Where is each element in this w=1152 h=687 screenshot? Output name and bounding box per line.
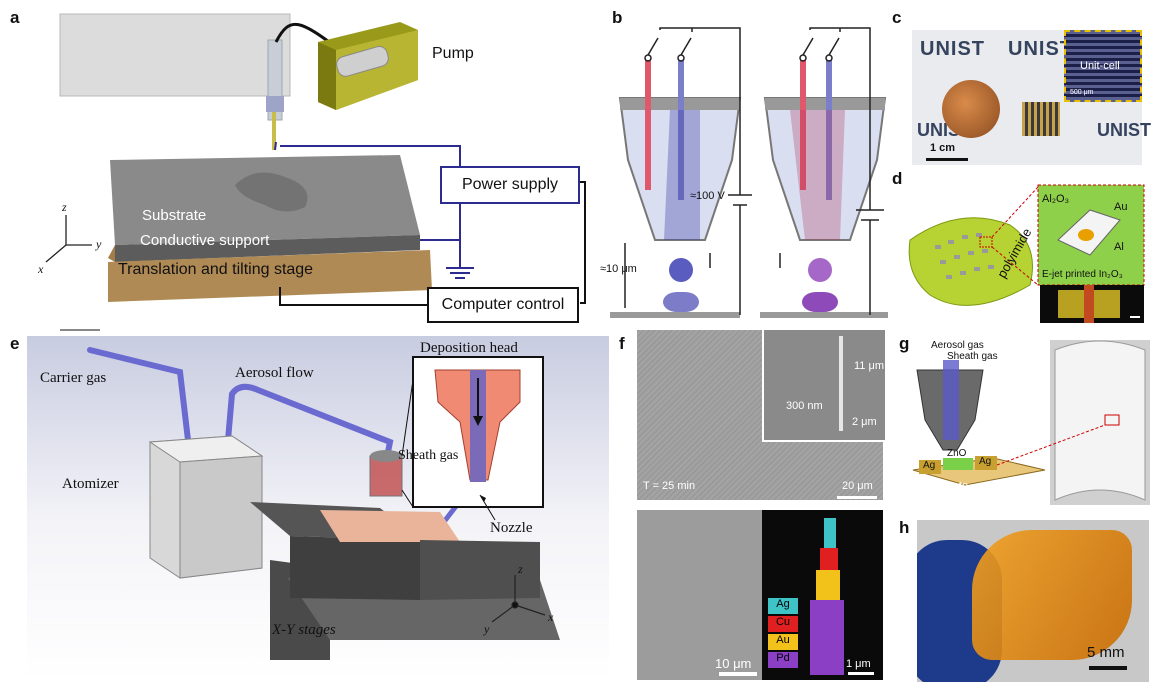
axis-z-e: z (518, 562, 523, 576)
conductive-support-label: Conductive support (140, 232, 270, 249)
legend-cu: Cu (768, 616, 798, 632)
computer-control-box: Computer control (427, 287, 579, 323)
substrate-g-label: Substrate (921, 480, 969, 492)
eds-map: Ag Cu Au Pd 1 μm (762, 510, 883, 680)
panel-d: d Al₂O₃ Au Al E-jet printed In₂O₃ polyim… (890, 165, 1152, 325)
syringe-barrel (59, 13, 291, 97)
pump-icon (318, 22, 418, 110)
zno-label: ZnO (947, 448, 967, 459)
voltage-label: ≈100 V (690, 190, 725, 202)
panel-letter-e: e (10, 334, 20, 353)
scale-bar-h (1089, 666, 1127, 670)
power-supply-label: Power supply (461, 176, 559, 193)
panel-h: h 5 mm (895, 510, 1152, 687)
sheath-gas-g-label: Sheath gas (947, 351, 998, 362)
panel-d-illustration (908, 184, 1145, 323)
bottom-scale-label: 10 μm (715, 656, 752, 671)
legend-au: Au (768, 634, 798, 650)
computer-control-label: Computer control (441, 296, 565, 313)
legend-ag: Ag (768, 598, 798, 614)
ag-right-label: Ag (979, 456, 992, 467)
sem-inset: 11 μm 300 nm 2 μm (762, 330, 885, 442)
flexible-film (972, 530, 1132, 660)
eds-au (816, 570, 840, 600)
panel-letter-h: h (899, 518, 910, 537)
panel-f: f 11 μm 300 nm 2 μm T = 25 min 20 μm 10 … (615, 330, 895, 687)
photo-c: UNIST UNIST UNIST UNIST Unit-cell 500 μm… (912, 30, 1151, 165)
scale-label-c: 1 cm (930, 142, 956, 154)
height-label: 11 μm (854, 360, 884, 372)
panel-g-illustration (912, 340, 1150, 505)
unit-cell-inset: Unit-cell 500 μm (1064, 30, 1142, 102)
au-label: Au (1114, 201, 1128, 213)
sem-top: 11 μm 300 nm 2 μm T = 25 min 20 μm (637, 330, 885, 500)
scale-bar-f-top (837, 496, 877, 499)
logo-unist-4: UNIST (1097, 120, 1151, 140)
nanowire (839, 336, 843, 431)
eds-legend: Ag Cu Au Pd (768, 598, 798, 668)
panel-g: g Aerosol gas Sheath gas ZnO Ag Ag Subst… (895, 330, 1152, 510)
panel-letter-a: a (10, 8, 20, 27)
eds-pd (810, 600, 844, 675)
panel-a-illustration (45, 13, 586, 306)
axis-x-e: x (548, 610, 554, 624)
panel-b-illustration (610, 27, 888, 318)
time-label: T = 25 min (643, 480, 696, 492)
panel-c: c UNIST UNIST UNIST UNIST Unit-cell 500 … (890, 0, 1152, 165)
width-label: 300 nm (786, 400, 823, 412)
stage-label: Translation and tilting stage (118, 261, 314, 278)
panel-letter-b: b (612, 8, 623, 27)
power-supply-box: Power supply (440, 166, 580, 204)
al-label: Al (1114, 241, 1124, 253)
scale-bar-c (926, 158, 968, 161)
axis-x-a: x (38, 262, 44, 276)
scale-bar-eds (848, 672, 874, 675)
panel-e-illustration (60, 329, 560, 660)
nozzle-label: Nozzle (490, 520, 533, 536)
deposition-head-label: Deposition head (420, 340, 518, 356)
axes-a-icon (45, 215, 92, 263)
eds-cu (820, 548, 838, 570)
eds-scale-label: 1 μm (846, 658, 871, 670)
inset-scale-c: 500 μm (1070, 89, 1094, 96)
panel-a: a (0, 0, 600, 325)
pump-label: Pump (432, 45, 474, 62)
axis-z-a: z (62, 200, 67, 214)
inset-scale-f: 2 μm (852, 416, 877, 428)
eds-ag (824, 518, 836, 548)
al2o3-label: Al₂O₃ (1042, 193, 1070, 205)
carrier-gas-label: Carrier gas (40, 370, 107, 386)
panel-letter-d: d (892, 169, 903, 188)
logo-unist-2: UNIST (1008, 38, 1073, 60)
atomizer-label: Atomizer (62, 476, 119, 492)
unit-cell-label: Unit-cell (1080, 60, 1120, 72)
aerosol-flow-label: Aerosol flow (235, 365, 314, 381)
penny (942, 80, 1000, 138)
panel-letter-g: g (899, 334, 910, 353)
chip (1022, 102, 1060, 136)
photo-h: 5 mm (917, 520, 1149, 682)
axis-y-e: y (484, 622, 490, 636)
axis-y-a: y (96, 237, 102, 251)
sheath-gas-label: Sheath gas (398, 448, 459, 463)
axes-e-icon (491, 575, 546, 623)
substrate-label: Substrate (142, 207, 207, 224)
ejet-label: E-jet printed In₂O₃ (1042, 269, 1123, 280)
top-scale-label: 20 μm (842, 480, 873, 492)
scale-bar-f-bottom (719, 672, 757, 676)
scale-label-h: 5 mm (1087, 644, 1125, 661)
panel-letter-f: f (619, 334, 625, 353)
logo-unist-1: UNIST (920, 38, 985, 60)
panel-b: b (600, 0, 890, 325)
ag-left-label: Ag (923, 460, 936, 471)
aerosol-gas-label: Aerosol gas (931, 340, 984, 351)
distance-label: ≈10 μm (600, 263, 637, 275)
sem-bottom: 10 μm (637, 510, 762, 680)
legend-pd: Pd (768, 652, 798, 668)
panel-letter-c: c (892, 8, 902, 27)
stages-label: X-Y stages (272, 622, 336, 638)
panel-e: e (0, 329, 615, 687)
